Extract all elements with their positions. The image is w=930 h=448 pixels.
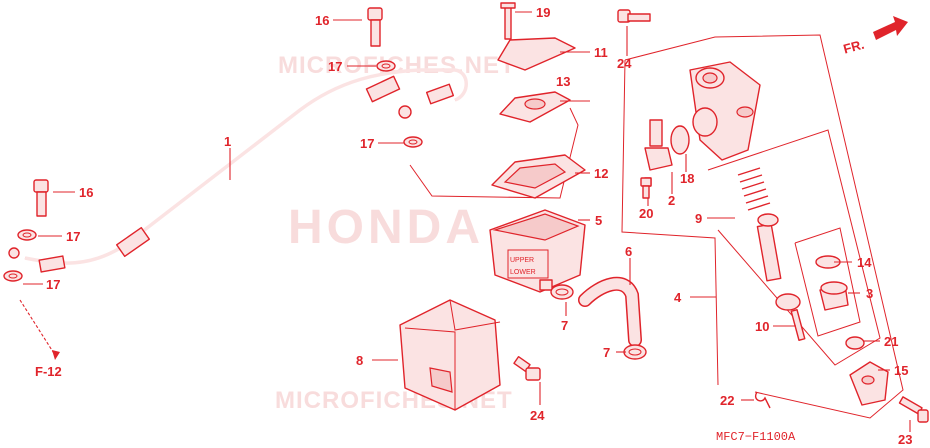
callout-1: 1 [224,134,231,149]
front-direction-arrow [873,16,908,40]
joint-pin [898,396,929,423]
watermark-top: MICROFICHES.NET [278,52,516,79]
callout-24-upper: 24 [617,56,632,71]
reservoir-mark-upper: UPPER [510,257,534,264]
callout-16-upper: 16 [315,13,329,28]
callout-6: 6 [625,244,632,259]
reservoir-mark-lower: LOWER [510,269,536,276]
callout-9: 9 [695,211,702,226]
watermark-brand: HONDA [288,201,484,254]
callout-7-upper: 7 [561,318,568,333]
callout-17-a: 17 [328,59,342,74]
cover-bolt [513,356,541,381]
reservoir: UPPER LOWER [489,209,586,293]
callout-4: 4 [674,290,682,305]
diaphragm-plate [499,91,571,123]
bleed-screw [640,177,652,199]
master-cylinder-bolt [617,9,651,23]
callout-12: 12 [594,166,608,181]
banjo-bolt-upper [367,7,383,47]
piston [756,213,782,282]
diaphragm [491,154,586,199]
callout-17-b: 17 [360,136,374,151]
callout-20: 20 [639,206,653,221]
master-cylinder [689,61,761,161]
seal-cup [819,281,849,311]
callout-19: 19 [536,5,550,20]
callout-13: 13 [556,74,570,89]
callout-21: 21 [884,334,898,349]
banjo-bolt-lower [33,179,49,217]
front-direction-label: FR. [842,37,866,57]
o-ring [670,125,690,155]
reservoir-cap [497,37,576,71]
reservoir-hose [578,276,642,347]
spring [737,167,771,211]
diagram-code: MFC7−F1100A [716,430,796,444]
callout-24-lower: 24 [530,408,545,423]
callout-22: 22 [720,393,734,408]
callout-2: 2 [668,193,675,208]
hose-clip-lower [623,344,647,360]
joint-nut [845,336,865,350]
callout-17-c: 17 [66,229,80,244]
leader-lines [23,11,911,432]
callout-18: 18 [680,171,694,186]
callout-5: 5 [595,213,602,228]
reference-label: F-12 [35,364,62,379]
push-rod-joint [849,361,889,406]
callout-10: 10 [755,319,769,334]
callout-17-d: 17 [46,277,60,292]
callout-16-lower: 16 [79,185,93,200]
reservoir-cap-screw [500,2,516,40]
callout-14: 14 [857,255,872,270]
hose-clip-upper [550,284,574,300]
callout-11: 11 [594,45,608,60]
callout-15: 15 [894,363,908,378]
cotter-pin [755,391,771,409]
push-rod [775,293,806,341]
callout-8: 8 [356,353,363,368]
callout-7-lower: 7 [603,345,610,360]
callout-3: 3 [866,286,873,301]
brake-hose [8,68,468,273]
callout-23: 23 [898,432,912,447]
reservoir-joint [644,119,673,187]
reservoir-cover [399,299,501,411]
sealing-washers [3,60,423,282]
